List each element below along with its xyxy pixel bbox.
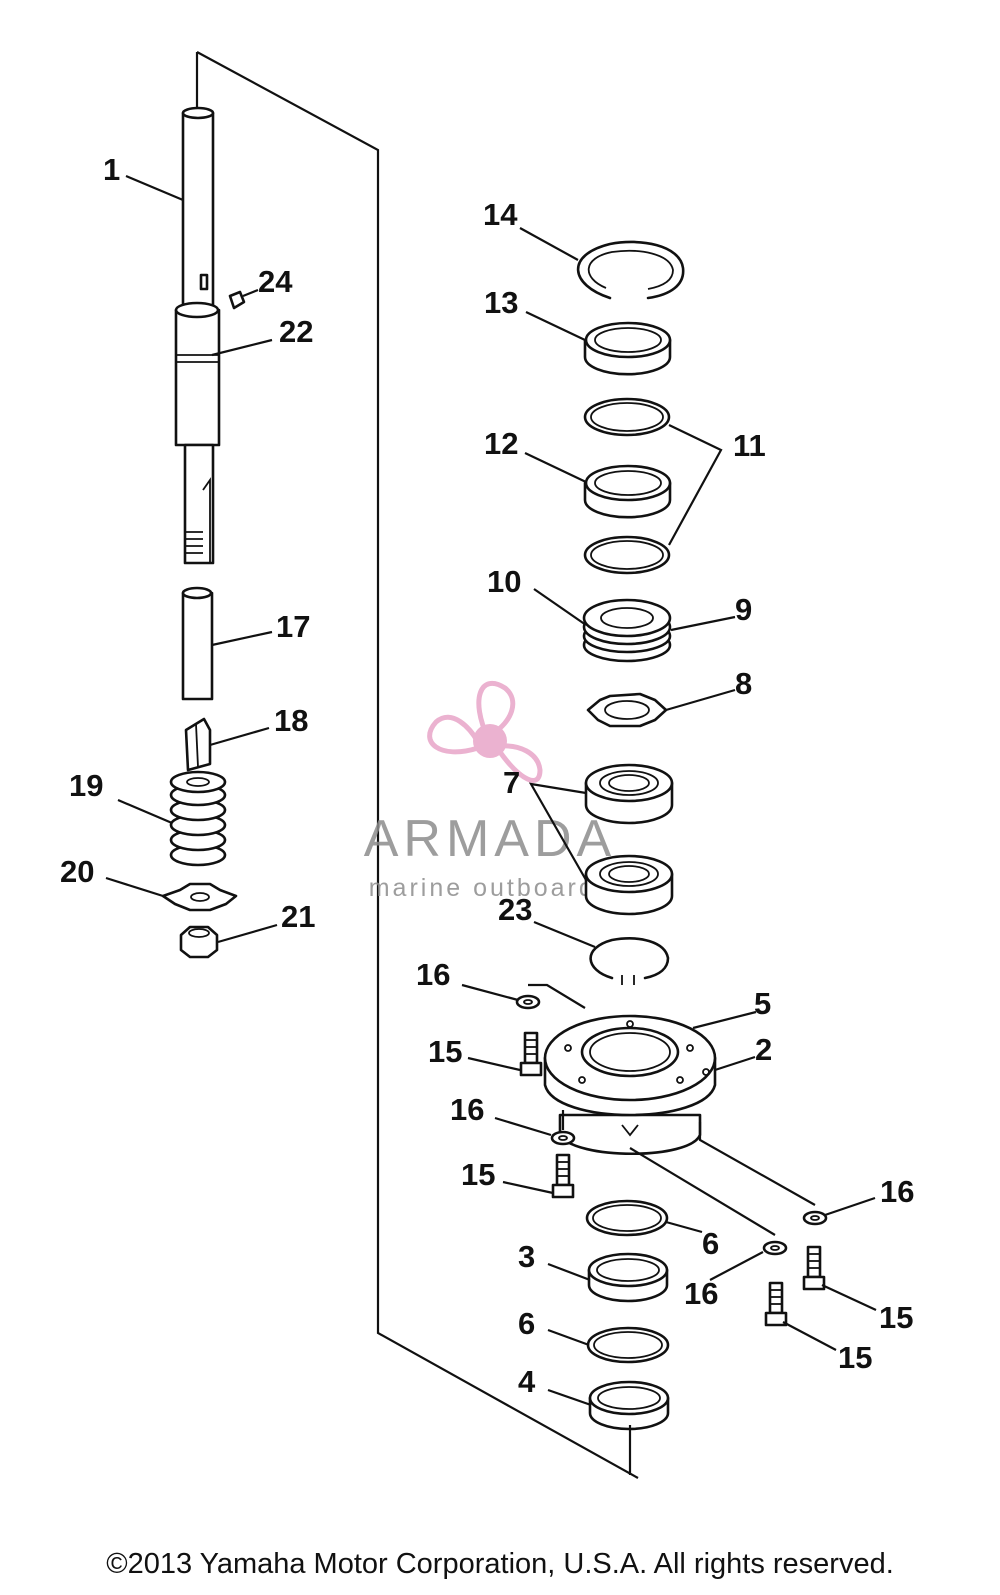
callout-20: 20 xyxy=(60,854,94,889)
part-7-bearing-lower xyxy=(584,854,674,916)
part-16-washer-c xyxy=(802,1210,828,1226)
part-23-circlip xyxy=(589,937,670,985)
part-4-ring xyxy=(588,1380,670,1431)
callout-21: 21 xyxy=(281,899,315,934)
watermark-tagline: marine outboards xyxy=(369,874,612,902)
part-1-shaft xyxy=(181,106,215,310)
callout-14: 14 xyxy=(483,197,518,232)
callout-6-b: 6 xyxy=(518,1306,535,1341)
callout-17: 17 xyxy=(276,609,310,644)
part-3-ring xyxy=(587,1252,669,1303)
part-20-tab-washer xyxy=(161,882,238,912)
callout-16-b: 16 xyxy=(450,1092,484,1127)
copyright-notice: ©2013 Yamaha Motor Corporation, U.S.A. A… xyxy=(106,1548,894,1580)
callout-8: 8 xyxy=(735,666,752,701)
callout-10: 10 xyxy=(487,564,521,599)
callout-15-c: 15 xyxy=(879,1300,913,1335)
callout-7: 7 xyxy=(503,765,520,800)
callout-22: 22 xyxy=(279,314,313,349)
callout-11: 11 xyxy=(733,428,766,463)
propeller-hub xyxy=(473,724,507,758)
part-15-bolt-b xyxy=(551,1153,575,1199)
part-7-bearing-upper xyxy=(584,763,674,825)
part-17-pin xyxy=(181,586,214,701)
part-8-washer xyxy=(586,692,668,728)
part-9-oil-seal xyxy=(582,598,672,663)
part-13-ring xyxy=(583,321,672,376)
part-11-oring-upper xyxy=(583,397,671,437)
callout-5: 5 xyxy=(754,986,771,1021)
callout-labels: 1 24 22 17 18 19 20 21 14 13 12 11 10 9 … xyxy=(60,152,914,1399)
callout-15-b: 15 xyxy=(461,1157,495,1192)
part-19-spring xyxy=(169,770,227,867)
callout-1: 1 xyxy=(103,152,120,187)
callout-16-c: 16 xyxy=(880,1174,914,1209)
callout-4: 4 xyxy=(518,1364,536,1399)
part-1-lower-shaft xyxy=(183,443,215,565)
part-6-oring-lower xyxy=(586,1326,670,1364)
part-15-bolt-d xyxy=(764,1281,788,1327)
callout-24: 24 xyxy=(258,264,293,299)
part-12-ring xyxy=(583,464,672,519)
assembly-frame xyxy=(196,51,639,1479)
callout-9: 9 xyxy=(735,592,752,627)
part-22-sleeve xyxy=(174,301,221,447)
callout-2: 2 xyxy=(755,1032,772,1067)
callout-19: 19 xyxy=(69,768,103,803)
part-14-circlip xyxy=(576,240,685,300)
callout-16-a: 16 xyxy=(416,957,450,992)
part-24-key xyxy=(228,290,246,310)
callout-12: 12 xyxy=(484,426,518,461)
propeller-icon xyxy=(427,680,543,783)
part-15-bolt-a xyxy=(519,1031,543,1077)
part-18-clip xyxy=(184,717,212,772)
callout-16-d: 16 xyxy=(684,1276,718,1311)
part-15-bolt-c xyxy=(802,1245,826,1291)
callout-3: 3 xyxy=(518,1239,535,1274)
callout-23: 23 xyxy=(498,892,532,927)
watermark-brand: ARMADA xyxy=(364,810,616,868)
part-16-washer-d xyxy=(762,1240,788,1256)
callout-6-a: 6 xyxy=(702,1226,719,1261)
assembly-guide-lines xyxy=(528,983,816,1475)
leader-lines xyxy=(105,174,877,1407)
part-21-nut xyxy=(179,925,219,959)
part-5-bearing-housing xyxy=(543,1014,717,1156)
part-16-washer-a xyxy=(515,994,541,1010)
watermark: ARMADA marine outboards xyxy=(364,680,616,902)
callout-18: 18 xyxy=(274,703,308,738)
part-6-oring-upper xyxy=(585,1199,669,1237)
part-11-oring-lower xyxy=(583,535,671,575)
callout-15-d: 15 xyxy=(838,1340,872,1375)
callout-15-a: 15 xyxy=(428,1034,462,1069)
part-16-washer-b xyxy=(550,1130,576,1146)
callout-13: 13 xyxy=(484,285,518,320)
